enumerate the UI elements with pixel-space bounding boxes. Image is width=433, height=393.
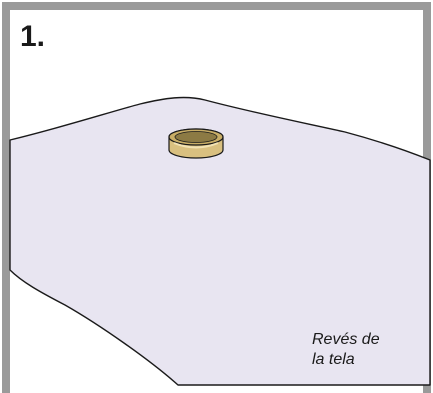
step-number: 1. xyxy=(20,20,46,53)
fabric-label-line-2: la tela xyxy=(312,351,355,368)
fabric-label-line-1: Revés de xyxy=(312,331,380,348)
fabric-sheet xyxy=(9,96,431,386)
grommet-icon xyxy=(168,128,224,159)
fabric-side-label: Revés de la tela xyxy=(312,330,380,370)
